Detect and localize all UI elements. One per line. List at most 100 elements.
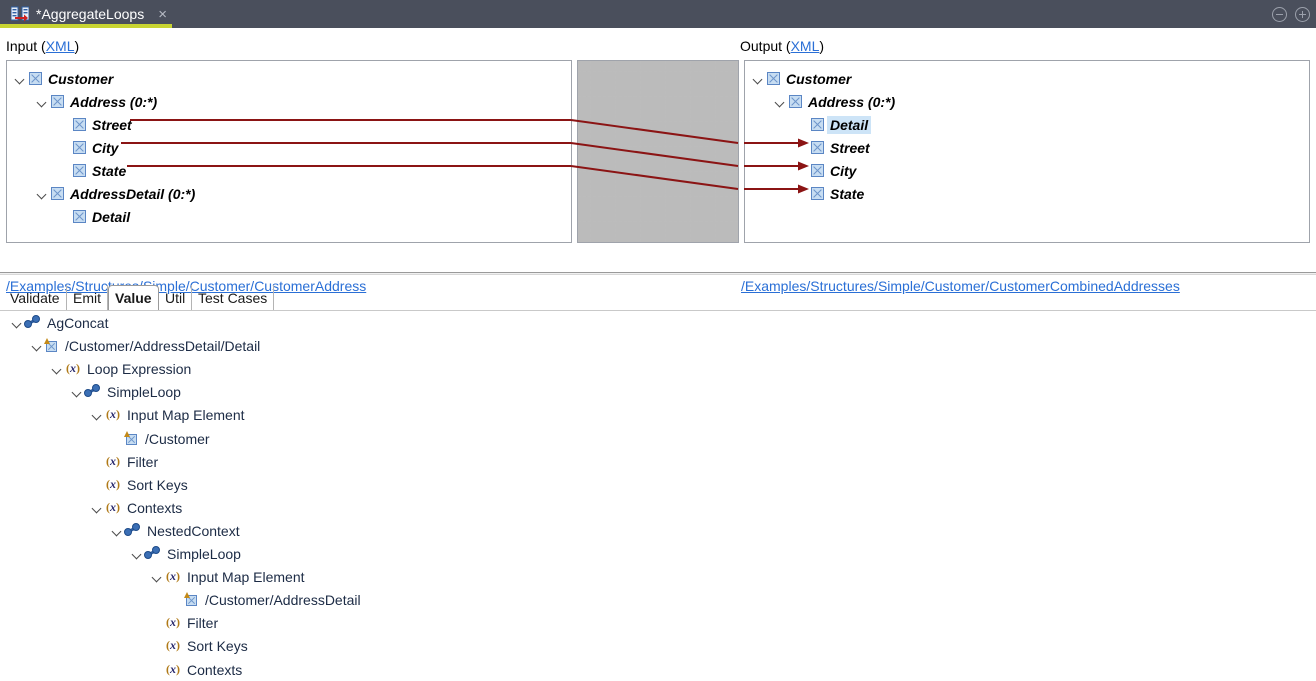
chevron-down-icon[interactable] bbox=[150, 570, 164, 584]
expression-tree-row[interactable]: SimpleLoop bbox=[130, 542, 241, 565]
xml-node-icon bbox=[811, 141, 824, 154]
expression-tree-row[interactable]: (x) Loop Expression bbox=[50, 357, 191, 380]
tree-row[interactable]: State bbox=[795, 182, 864, 205]
tree-row[interactable]: Detail bbox=[57, 205, 130, 228]
tab-util[interactable]: Util bbox=[159, 285, 193, 310]
tree-row[interactable]: Customer bbox=[751, 67, 851, 90]
tree-row[interactable]: Address (0:*) bbox=[35, 90, 157, 113]
tree-spacer bbox=[795, 141, 809, 155]
expression-icon: (x) bbox=[106, 454, 120, 468]
chevron-down-icon[interactable] bbox=[13, 72, 27, 86]
expression-tree-row[interactable]: (x)Contexts bbox=[150, 658, 242, 681]
editor-tab-label: *AggregateLoops bbox=[36, 6, 145, 22]
grid-line bbox=[640, 61, 641, 242]
close-icon[interactable]: × bbox=[158, 5, 167, 23]
tree-row[interactable]: Detail bbox=[795, 113, 872, 136]
expression-tree-row[interactable]: /Customer/AddressDetail bbox=[170, 588, 361, 611]
input-xml-link[interactable]: XML bbox=[45, 38, 75, 54]
expression-tree-row[interactable]: NestedContext bbox=[110, 519, 240, 542]
bottom-tab-strip: Validate Emit Value Util Test Cases bbox=[0, 285, 1316, 310]
chevron-down-icon[interactable] bbox=[773, 95, 787, 109]
mapping-grid-panel[interactable] bbox=[577, 60, 739, 243]
tree-row[interactable]: Street bbox=[57, 113, 132, 136]
tree-row[interactable]: State bbox=[57, 159, 126, 182]
path-icon bbox=[44, 338, 59, 353]
chevron-down-icon[interactable] bbox=[30, 339, 44, 353]
tab-test-cases[interactable]: Test Cases bbox=[192, 285, 275, 310]
grid-line bbox=[578, 146, 738, 147]
output-path-link[interactable]: /Examples/Structures/Simple/Customer/Cus… bbox=[741, 278, 1180, 294]
tree-row[interactable]: Street bbox=[795, 136, 870, 159]
tab-emit[interactable]: Emit bbox=[67, 285, 108, 310]
chevron-down-icon[interactable] bbox=[35, 187, 49, 201]
input-path-link[interactable]: /Examples/Structures/Simple/Customer/Cus… bbox=[6, 278, 367, 294]
tree-row-label: Address (0:*) bbox=[808, 93, 896, 110]
tree-row-label: City bbox=[830, 162, 857, 179]
editor-tab-aggregateloops[interactable]: *AggregateLoops × bbox=[0, 0, 173, 28]
chevron-down-icon[interactable] bbox=[751, 72, 765, 86]
xml-node-icon bbox=[73, 118, 86, 131]
expression-icon: (x) bbox=[66, 361, 80, 375]
expression-tree-row[interactable]: SimpleLoop bbox=[70, 380, 181, 403]
expression-tree-row[interactable]: (x) Filter bbox=[150, 611, 218, 634]
xml-node-icon bbox=[73, 210, 86, 223]
tab-validate[interactable]: Validate bbox=[4, 285, 67, 310]
chevron-down-icon[interactable] bbox=[130, 547, 144, 561]
tree-row[interactable]: City bbox=[57, 136, 118, 159]
grid-line bbox=[615, 61, 616, 242]
expression-tree-panel[interactable]: AgConcat/Customer/AddressDetail/Detail(x… bbox=[0, 311, 1316, 680]
chevron-down-icon[interactable] bbox=[90, 408, 104, 422]
expression-tree-row[interactable]: (x)Sort Keys bbox=[90, 473, 188, 496]
link-icon bbox=[84, 384, 101, 399]
chevron-down-icon[interactable] bbox=[70, 385, 84, 399]
expression-tree-row[interactable]: /Customer/AddressDetail/Detail bbox=[30, 334, 260, 357]
tree-row[interactable]: AddressDetail (0:*) bbox=[35, 182, 195, 205]
expression-tree-row[interactable]: (x)Input Map Element bbox=[150, 565, 305, 588]
minimize-icon[interactable] bbox=[1272, 6, 1287, 22]
tab-value[interactable]: Value bbox=[108, 285, 159, 310]
expression-tree-row[interactable]: AgConcat bbox=[10, 311, 108, 334]
tree-spacer bbox=[795, 187, 809, 201]
expression-tree-row[interactable]: /Customer bbox=[110, 427, 210, 450]
tree-row[interactable]: Address (0:*) bbox=[773, 90, 895, 113]
chevron-down-icon[interactable] bbox=[10, 316, 24, 330]
tab-label: Value bbox=[115, 290, 152, 306]
mapper-document-icon bbox=[10, 6, 30, 22]
tab-label: Validate bbox=[10, 289, 60, 306]
tree-spacer bbox=[57, 118, 71, 132]
maximize-icon[interactable] bbox=[1295, 6, 1310, 22]
chevron-down-icon[interactable] bbox=[50, 362, 64, 376]
window-controls bbox=[1272, 0, 1310, 28]
expression-tree-row-label: Filter bbox=[187, 614, 219, 631]
xml-node-icon bbox=[51, 95, 64, 108]
expression-tree-row[interactable]: (x)Contexts bbox=[90, 496, 182, 519]
chevron-down-icon[interactable] bbox=[35, 95, 49, 109]
expression-icon: (x) bbox=[166, 615, 180, 629]
grid-line bbox=[578, 221, 738, 222]
tree-row-label: Address (0:*) bbox=[70, 93, 158, 110]
tab-strip-rule bbox=[0, 310, 1316, 311]
expression-tree-row[interactable]: (x)Sort Keys bbox=[150, 634, 248, 657]
chevron-down-icon[interactable] bbox=[110, 524, 124, 538]
tree-row[interactable]: City bbox=[795, 159, 856, 182]
grid-line bbox=[578, 96, 738, 97]
expression-tree-row[interactable]: (x)Filter bbox=[90, 450, 158, 473]
expression-tree-row-label: Sort Keys bbox=[127, 476, 188, 493]
expression-tree-row-label: Loop Expression bbox=[87, 360, 192, 377]
chevron-down-icon[interactable] bbox=[90, 501, 104, 515]
tab-label: Util bbox=[165, 289, 186, 306]
expression-tree-row-label: /Customer bbox=[145, 430, 210, 447]
grid-background bbox=[578, 61, 738, 242]
grid-line bbox=[578, 171, 738, 172]
tree-row[interactable]: Customer bbox=[13, 67, 113, 90]
tree-spacer bbox=[170, 593, 184, 607]
tree-row-label: Customer bbox=[786, 70, 852, 87]
xml-node-icon bbox=[789, 95, 802, 108]
grid-line bbox=[578, 71, 738, 72]
output-xml-link[interactable]: XML bbox=[790, 38, 820, 54]
tree-spacer bbox=[57, 141, 71, 155]
expression-tree-row[interactable]: (x)Input Map Element bbox=[90, 403, 245, 426]
